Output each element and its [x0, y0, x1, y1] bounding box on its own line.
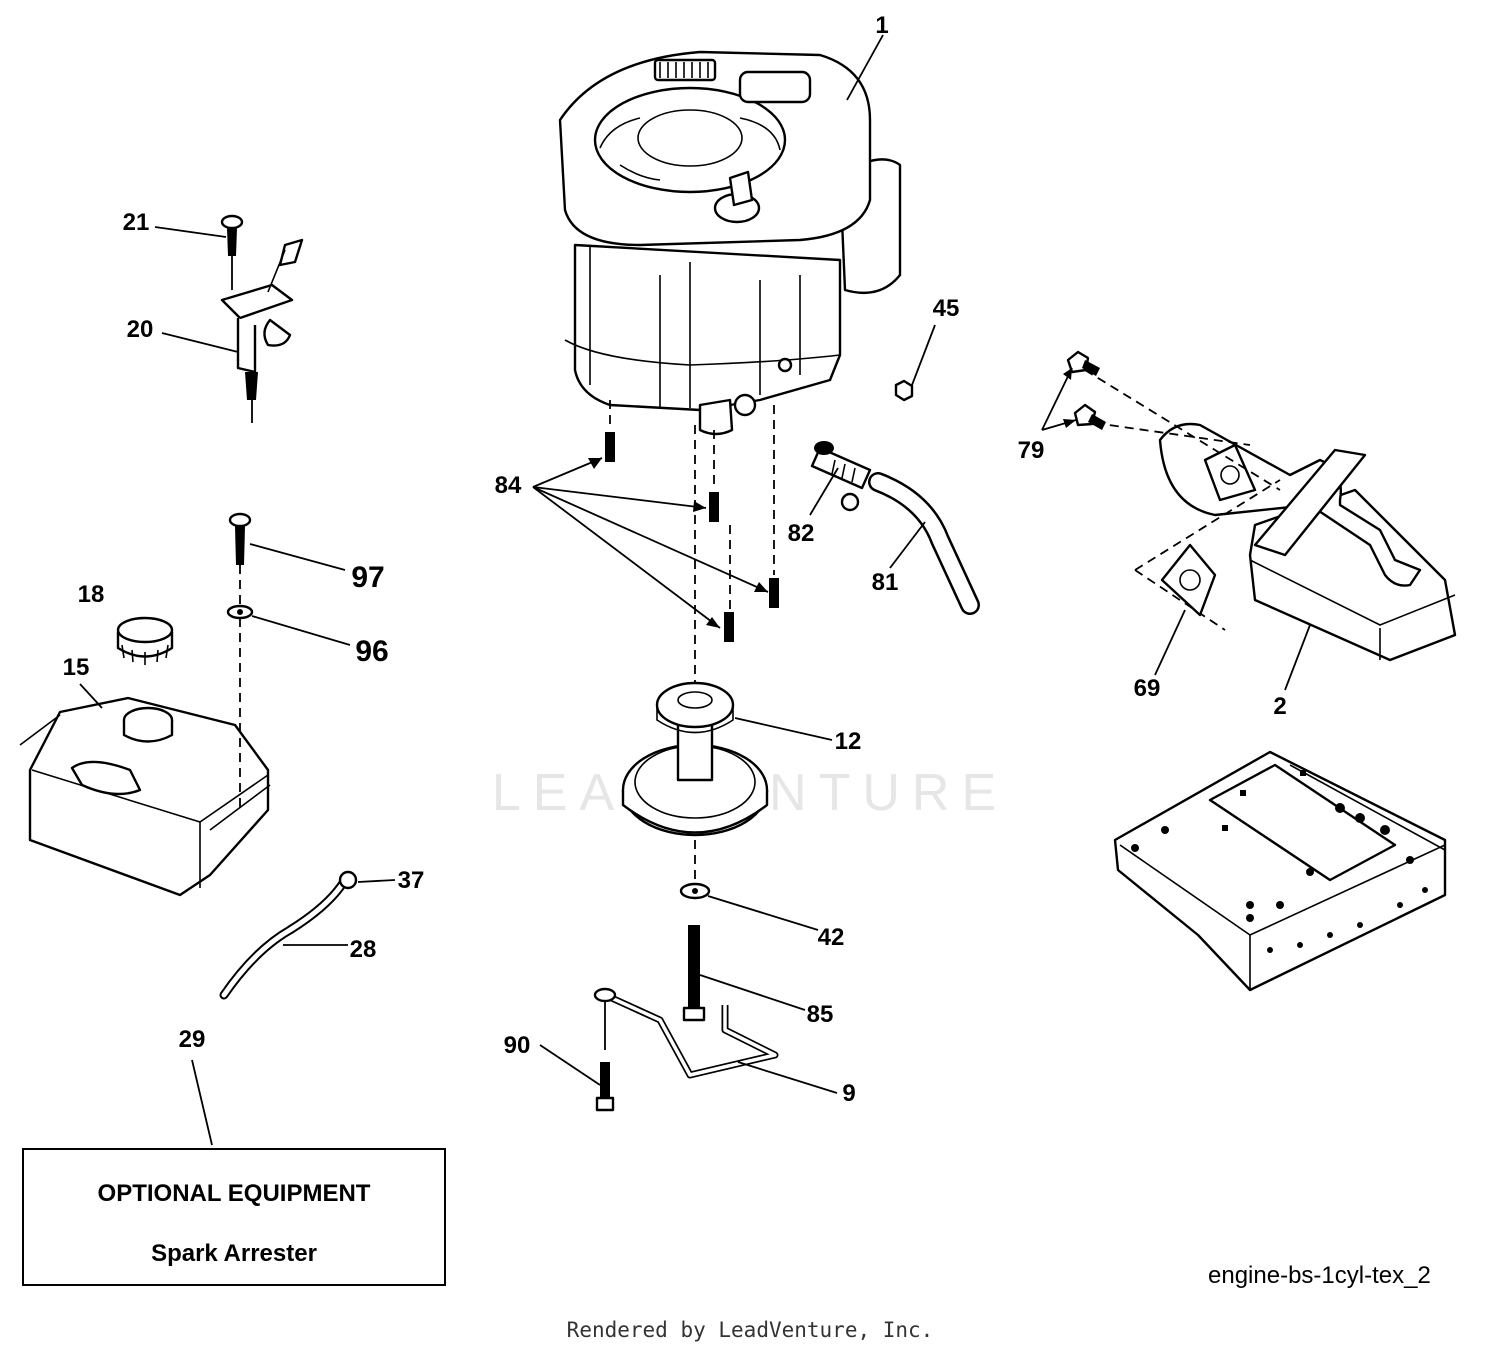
engine [558, 50, 902, 436]
callout-1: 1 [875, 12, 888, 39]
washer-and-bolt [679, 882, 711, 1022]
callout-9: 9 [842, 1080, 855, 1107]
optional-equipment-box: OPTIONAL EQUIPMENT Spark Arrester [22, 1148, 446, 1286]
callout-37: 37 [398, 867, 425, 894]
callout-12: 12 [835, 728, 862, 755]
callout-96: 96 [355, 635, 388, 668]
callout-79: 79 [1018, 437, 1045, 464]
callout-69: 69 [1134, 675, 1161, 702]
callout-2: 2 [1273, 693, 1286, 720]
rod-9 [593, 987, 779, 1112]
oil-drain-hose [868, 472, 980, 615]
callout-82: 82 [788, 520, 815, 547]
pulley-12 [621, 425, 769, 880]
drain-valve [810, 441, 872, 512]
throttle-control [220, 238, 304, 423]
render-credit: Rendered by LeadVenture, Inc. [566, 1318, 934, 1342]
engine-mount-plate [1113, 750, 1447, 992]
callout-90: 90 [504, 1032, 531, 1059]
callout-18: 18 [78, 581, 105, 608]
fuel-cap [116, 616, 174, 665]
callout-21: 21 [123, 209, 150, 236]
fuel-line [219, 870, 358, 1000]
callout-42: 42 [818, 924, 845, 951]
gasket-69 [1160, 543, 1217, 617]
callout-85: 85 [807, 1001, 834, 1028]
callout-numbers: 1 45 21 20 84 82 81 79 69 2 12 97 96 18 … [63, 12, 1287, 1107]
callout-29: 29 [179, 1026, 206, 1053]
callout-28: 28 [350, 936, 377, 963]
leader-lines [79, 34, 1311, 1146]
fuel-tank [19, 696, 271, 897]
bolts-84 [605, 400, 779, 642]
screw-97-washer-96 [226, 512, 254, 808]
callout-15: 15 [63, 654, 90, 681]
optional-equipment-title: OPTIONAL EQUIPMENT [97, 1180, 371, 1207]
screw-21 [220, 214, 244, 290]
callout-84: 84 [495, 472, 522, 499]
callout-20: 20 [127, 316, 154, 343]
bolts-79 [1066, 350, 1106, 430]
callout-45: 45 [933, 295, 960, 322]
callout-97: 97 [351, 561, 384, 594]
muffler [1084, 369, 1457, 662]
optional-equipment-item: Spark Arrester [151, 1240, 317, 1267]
nut-45 [894, 379, 914, 402]
diagram-code: engine-bs-1cyl-tex_2 [1208, 1262, 1431, 1289]
callout-81: 81 [872, 569, 899, 596]
